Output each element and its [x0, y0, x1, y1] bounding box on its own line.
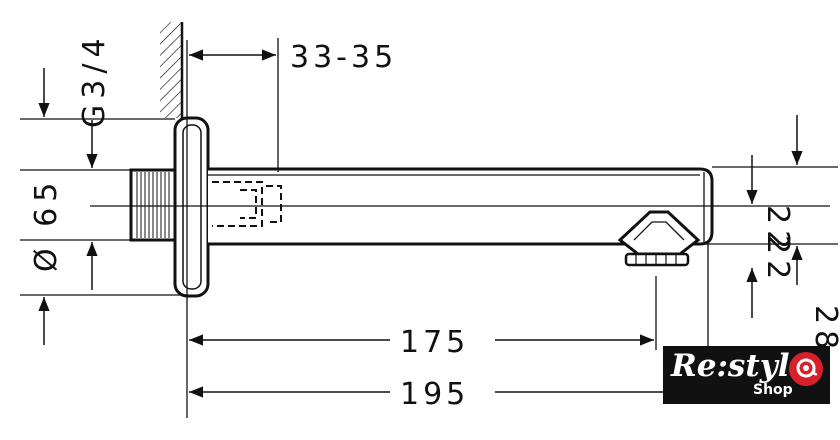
aerator-outlet	[617, 210, 701, 267]
rosette-diameter-label: Ø 65	[29, 177, 64, 272]
rosette	[173, 116, 210, 298]
threaded-connector	[129, 168, 179, 242]
restyle-shop-logo: Re:style Shop	[663, 346, 830, 404]
dimension-length-to-outlet: 175	[189, 325, 654, 360]
length-to-outlet-label: 175	[400, 325, 469, 360]
dimension-wall-gap: 33-35	[189, 40, 397, 75]
wall	[160, 22, 184, 120]
outlet-height-label-lower: 22	[760, 235, 795, 285]
dimension-total-length: 195	[189, 377, 706, 412]
dimension-thread: G3/4	[38, 32, 112, 168]
wall-gap-label: 33-35	[290, 40, 397, 75]
logo-sub-text: Shop	[753, 382, 793, 398]
logo-main-text: Re:style	[671, 348, 810, 384]
outlet-height-label: 22	[760, 205, 795, 255]
total-length-label: 195	[400, 377, 469, 412]
dimension-rosette-diameter: Ø 65	[29, 177, 98, 345]
at-cart-icon	[789, 352, 823, 386]
dimension-outlet-height: 22 22 28	[746, 115, 840, 355]
thread-label: G3/4	[77, 32, 112, 128]
